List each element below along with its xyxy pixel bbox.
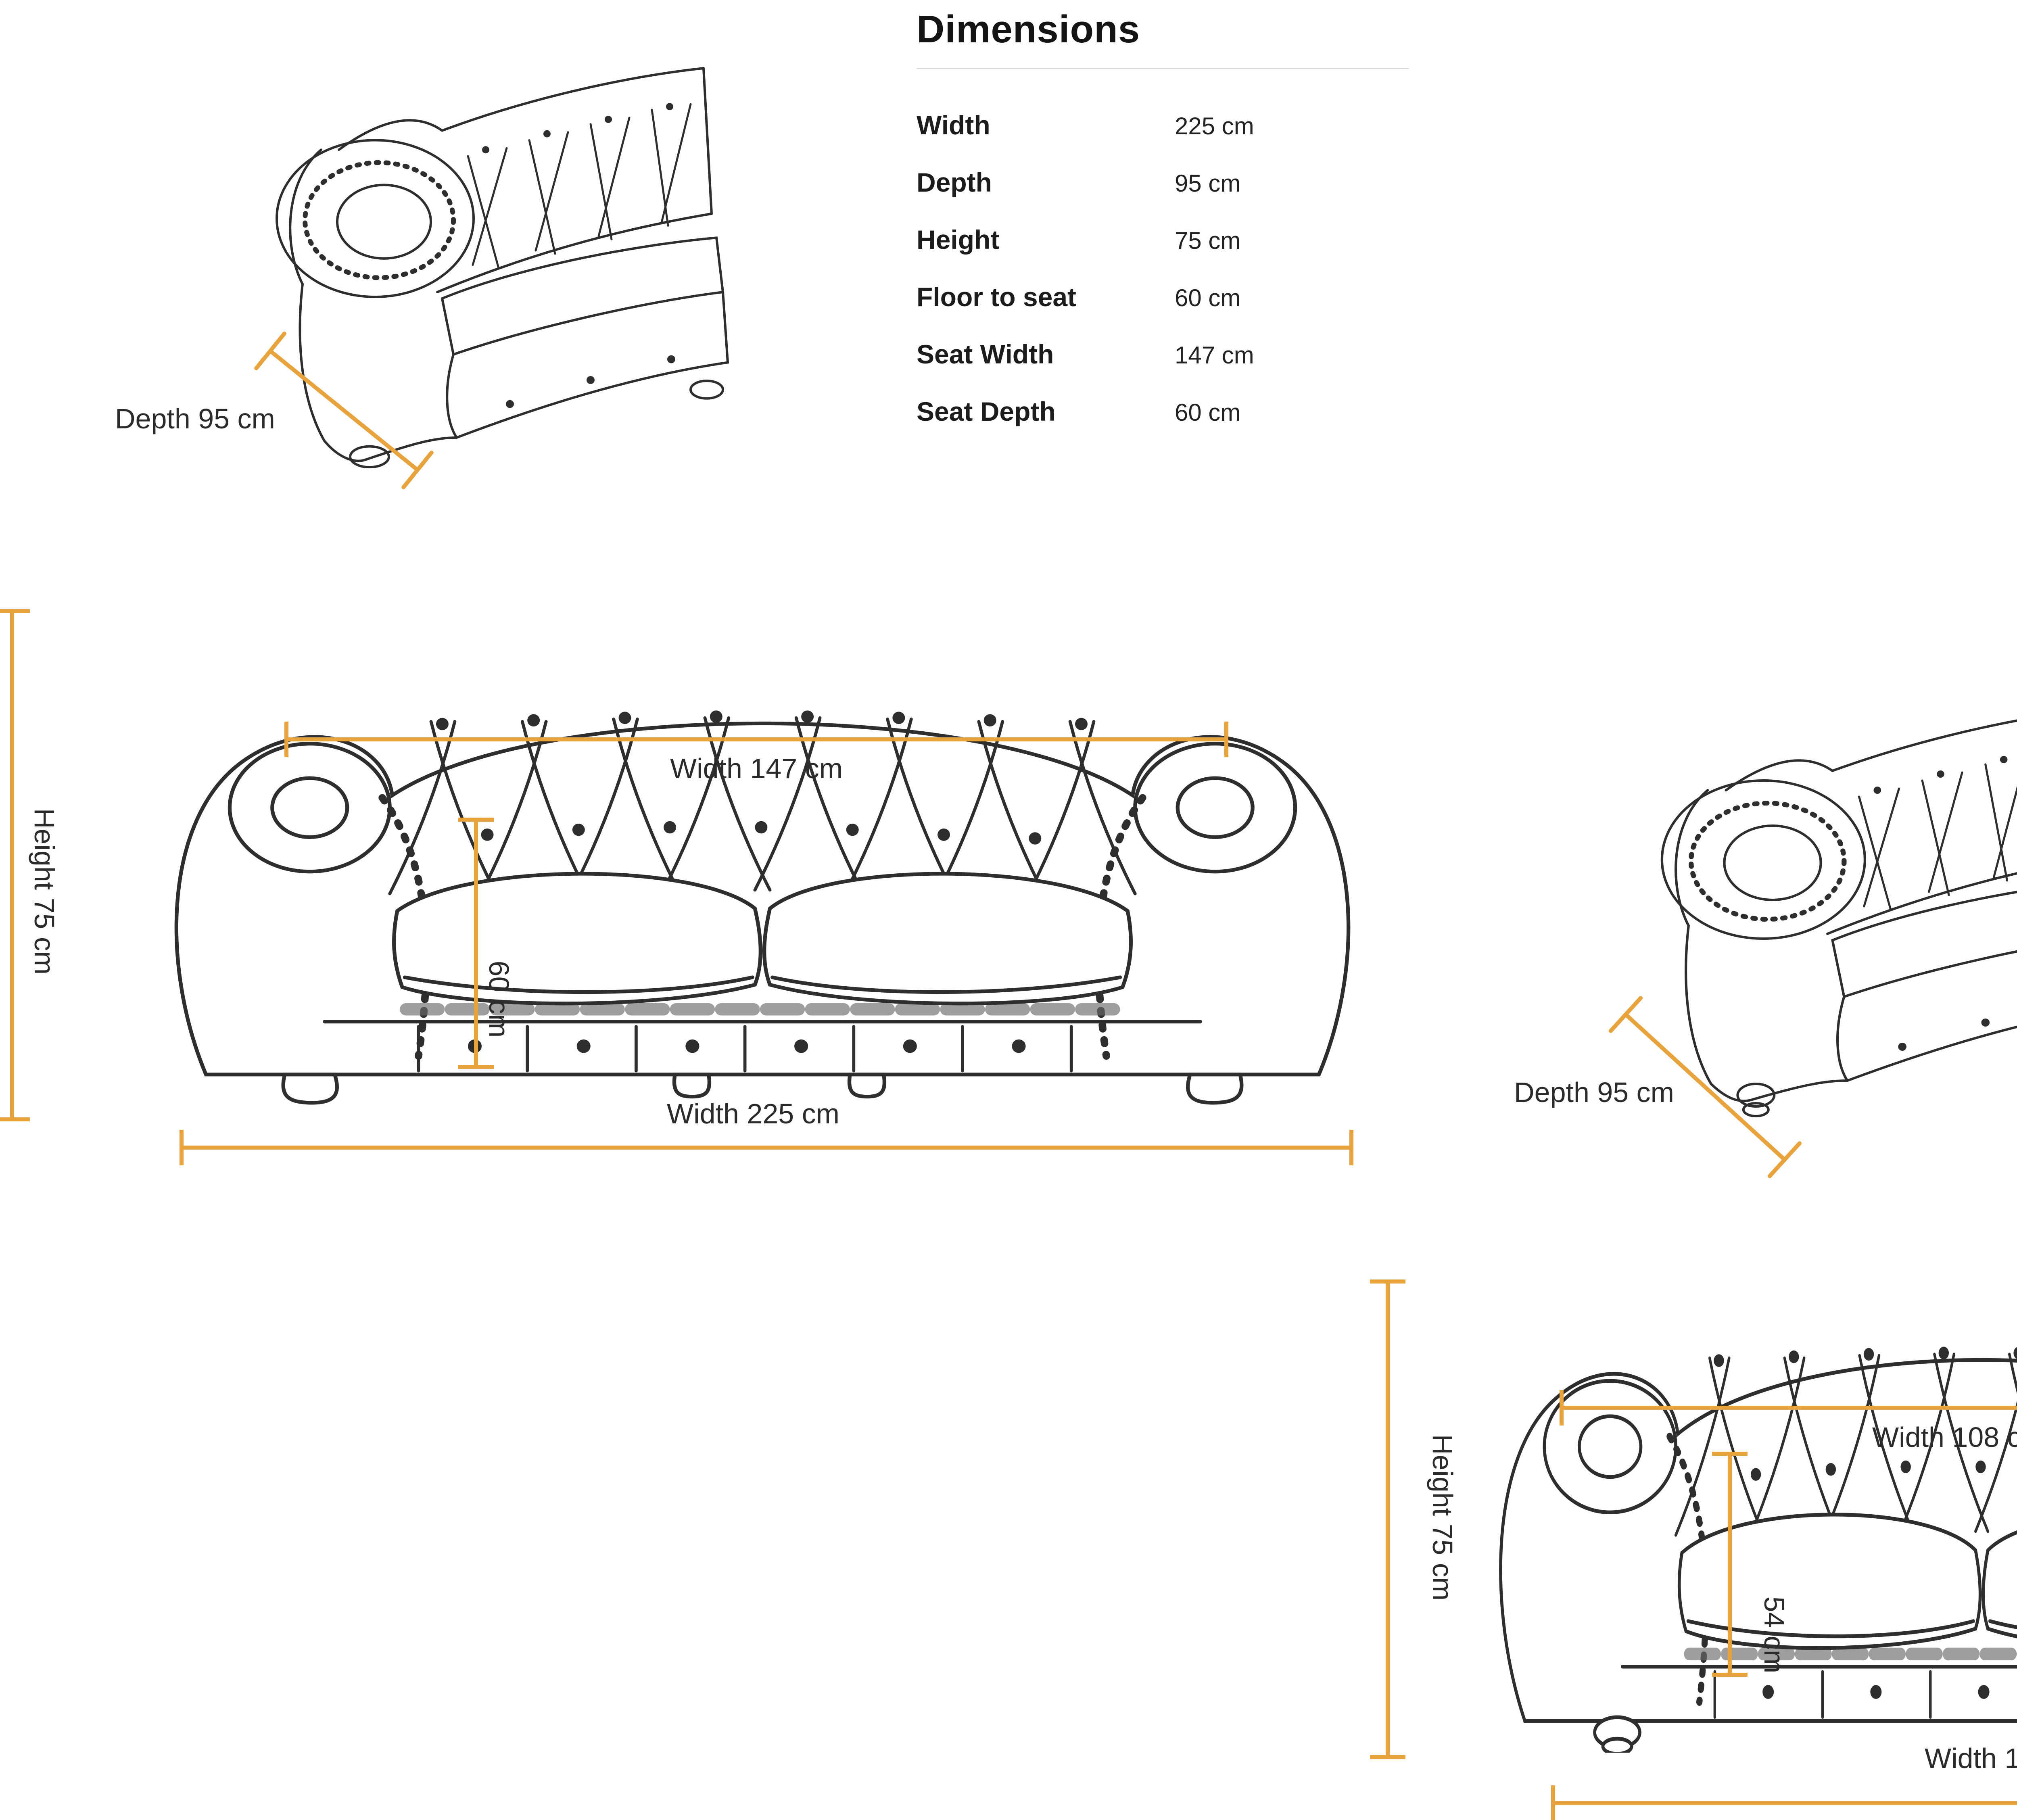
table-divider bbox=[917, 68, 1409, 69]
dimension-label-seat-width-3seater: Width 147 cm bbox=[670, 753, 843, 784]
dimension-line-height-2seater bbox=[1370, 1279, 1405, 1759]
row-value: 225 cm bbox=[1175, 113, 1254, 140]
row-value: 147 cm bbox=[1175, 342, 1254, 369]
table-row: Seat Width 147 cm bbox=[917, 339, 1254, 374]
dimension-label-seat-width-2seater: Width 108 cm bbox=[1872, 1421, 2017, 1453]
dimension-label-depth-2seater: Depth 95 cm bbox=[1514, 1077, 1674, 1108]
table-row: Floor to seat 60 cm bbox=[917, 282, 1240, 316]
dimension-line-height-3seater bbox=[0, 609, 30, 1121]
row-label: Depth bbox=[917, 167, 992, 197]
row-value: 60 cm bbox=[1175, 399, 1241, 426]
table-title: Dimensions bbox=[917, 8, 1140, 51]
row-label: Width bbox=[917, 110, 990, 140]
tick-icon bbox=[1349, 1130, 1353, 1165]
row-label: Seat Width bbox=[917, 339, 1054, 369]
row-value: 95 cm bbox=[1175, 170, 1241, 197]
tick-icon bbox=[1370, 1755, 1405, 1759]
tick-icon bbox=[1560, 1390, 1564, 1426]
dimension-label-depth-3seater: Depth 95 cm bbox=[115, 403, 275, 434]
tick-icon bbox=[0, 609, 30, 613]
tick-icon bbox=[458, 1065, 494, 1069]
sofa-sketch-2seater-perspective bbox=[1660, 719, 2017, 1117]
tick-icon bbox=[1551, 1785, 1555, 1820]
dimension-label-height-2seater: Height 75 cm bbox=[1427, 1434, 1458, 1601]
dimension-line-width-2seater bbox=[1551, 1785, 2017, 1820]
dimension-line-seat-width-3seater bbox=[284, 722, 1228, 757]
dimension-line-depth-3seater bbox=[254, 332, 434, 489]
row-value: 75 cm bbox=[1175, 227, 1241, 254]
tick-icon bbox=[1224, 722, 1228, 757]
tick-icon bbox=[1370, 1279, 1405, 1284]
tick-icon bbox=[180, 1130, 184, 1165]
dimension-line-floor-to-seat-3seater bbox=[458, 818, 494, 1069]
dimension-line-floor-to-seat-2seater bbox=[1712, 1452, 1748, 1677]
sofa-sketch-3seater-front bbox=[174, 710, 1351, 1105]
sofa-sketch-2seater-front bbox=[1499, 1346, 2017, 1753]
tick-icon bbox=[1712, 1673, 1748, 1677]
dimension-label-width-2seater: Width 195 cm bbox=[1925, 1743, 2017, 1774]
row-value: 60 cm bbox=[1175, 284, 1241, 311]
dimension-line-seat-width-2seater bbox=[1560, 1390, 2017, 1426]
dimension-label-height-3seater: Height 75 cm bbox=[29, 808, 60, 975]
row-label: Floor to seat bbox=[917, 282, 1077, 312]
sofa-sketch-3seater-perspective bbox=[276, 67, 729, 469]
table-row: Width 225 cm bbox=[917, 110, 1254, 144]
dimension-label-floor-to-seat-2seater: 54 cm bbox=[1758, 1596, 1790, 1674]
table-row: Depth 95 cm bbox=[917, 167, 1240, 202]
tick-icon bbox=[1712, 1452, 1748, 1456]
table-row: Height 75 cm bbox=[917, 224, 1240, 259]
row-label: Height bbox=[917, 225, 1000, 255]
dimensions-table-3seater: Dimensions Width 225 cm Depth 95 cm Heig… bbox=[917, 8, 1409, 426]
tick-icon bbox=[458, 818, 494, 822]
dimension-label-floor-to-seat-3seater: 60 cm bbox=[483, 960, 515, 1038]
dimension-line-depth-2seater bbox=[1609, 996, 1802, 1178]
table-row: Seat Depth 60 cm bbox=[917, 396, 1240, 431]
tick-icon bbox=[0, 1117, 30, 1121]
row-label: Seat Depth bbox=[917, 397, 1056, 426]
tick-icon bbox=[284, 722, 288, 757]
dimension-label-width-3seater: Width 225 cm bbox=[667, 1098, 839, 1129]
dimension-line-width-3seater bbox=[180, 1130, 1353, 1165]
